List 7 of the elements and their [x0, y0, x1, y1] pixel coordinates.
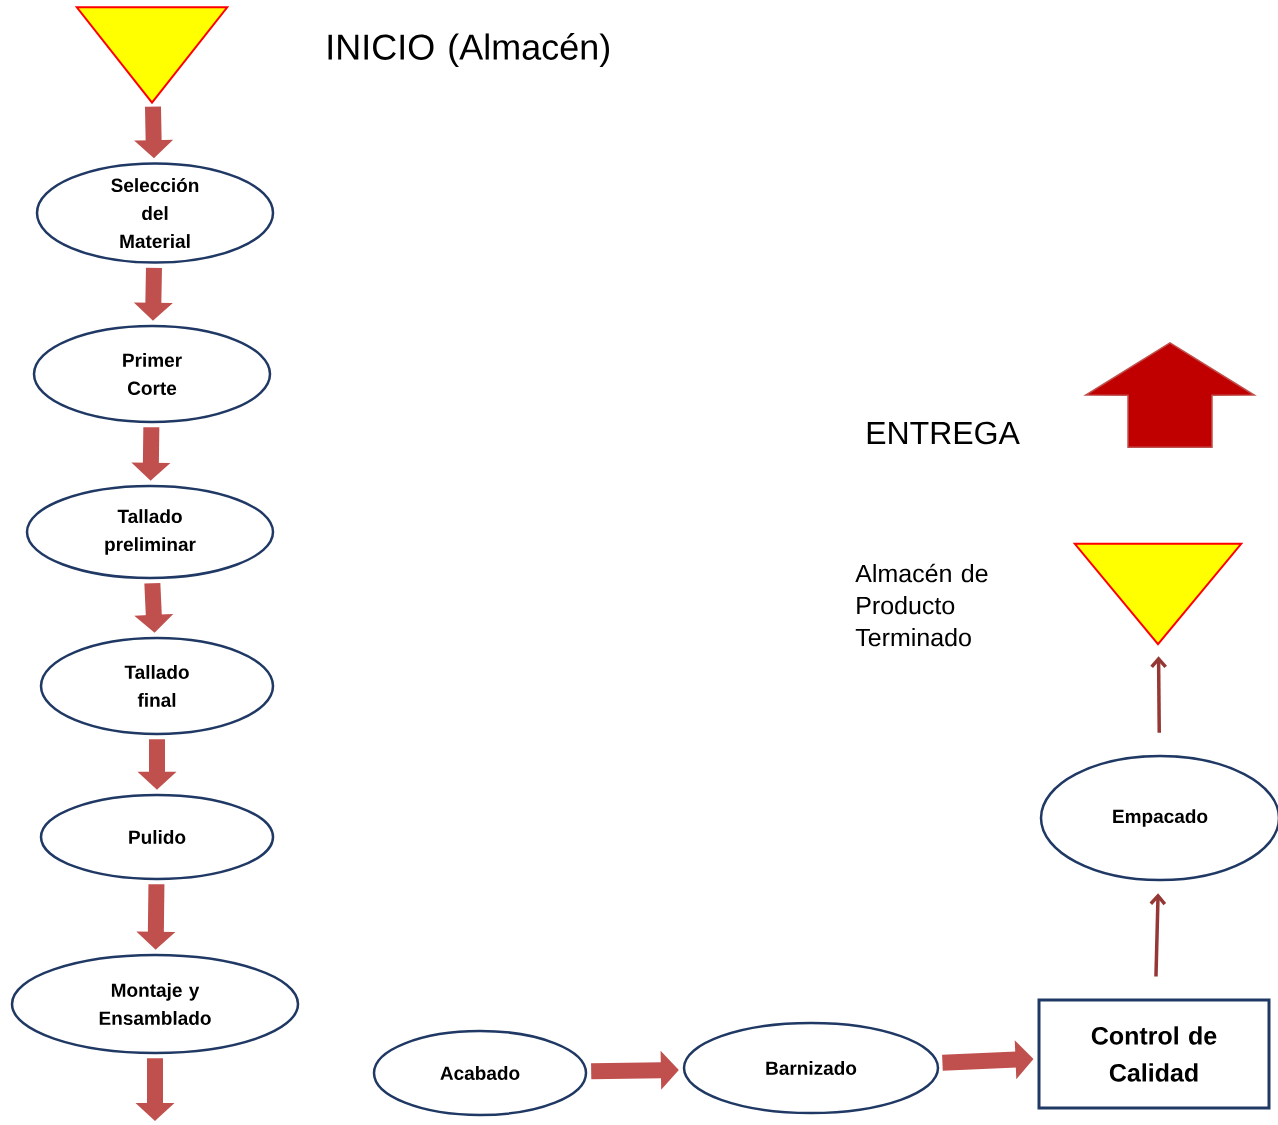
arrow — [1150, 656, 1167, 733]
process-box: Control de Calidad — [1037, 998, 1271, 1110]
arrow — [1149, 893, 1167, 977]
side-label: ENTREGA — [867, 421, 1020, 445]
side-label: Almacén de Producto Terminado — [855, 563, 988, 647]
block-arrow — [1083, 341, 1257, 448]
side-label: INICIO (Almacén) — [328, 33, 609, 67]
